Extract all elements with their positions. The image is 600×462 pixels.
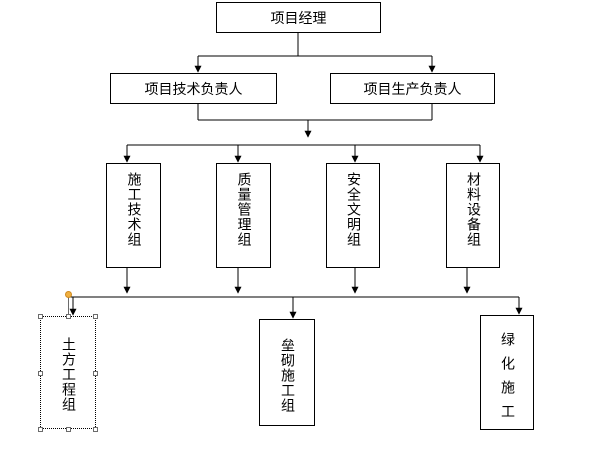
resize-handle-bottom-right[interactable] (93, 427, 98, 432)
node-safety[interactable]: 安全文明组 (326, 163, 380, 268)
resize-handle-left[interactable] (38, 371, 43, 376)
node-safety-label: 安全文明组 (345, 172, 361, 247)
rotation-handle[interactable] (65, 291, 72, 298)
node-manager[interactable]: 项目经理 (216, 2, 381, 33)
resize-handle-top-left[interactable] (38, 314, 43, 319)
node-tech-lead[interactable]: 项目技术负责人 (110, 73, 277, 104)
node-prod-lead[interactable]: 项目生产负责人 (330, 73, 495, 104)
node-construction-tech-label: 施工技术组 (125, 172, 142, 247)
resize-handle-top-right[interactable] (93, 314, 98, 319)
node-materials-label: 材料设备组 (465, 172, 481, 247)
rotation-handle-stem (68, 297, 69, 314)
node-masonry[interactable]: 垒砌施工组 (259, 319, 315, 426)
node-materials[interactable]: 材料设备组 (446, 163, 500, 268)
node-earthwork-label: 土方工程组 (60, 337, 76, 412)
node-tech-lead-label: 项目技术负责人 (144, 81, 243, 98)
node-manager-label: 项目经理 (270, 10, 327, 27)
node-greening-label: 绿化施工 (499, 332, 515, 428)
node-earthwork[interactable]: 土方工程组 (40, 316, 96, 429)
node-construction-tech[interactable]: 施工技术组 (106, 163, 161, 268)
node-quality-label: 质量管理组 (235, 172, 252, 247)
resize-handle-top[interactable] (66, 314, 71, 319)
node-greening[interactable]: 绿化施工 (480, 315, 534, 430)
resize-handle-bottom-left[interactable] (38, 427, 43, 432)
node-quality[interactable]: 质量管理组 (216, 163, 271, 268)
resize-handle-bottom[interactable] (66, 427, 71, 432)
resize-handle-right[interactable] (93, 371, 98, 376)
node-prod-lead-label: 项目生产负责人 (363, 81, 462, 98)
node-masonry-label: 垒砌施工组 (279, 338, 295, 413)
